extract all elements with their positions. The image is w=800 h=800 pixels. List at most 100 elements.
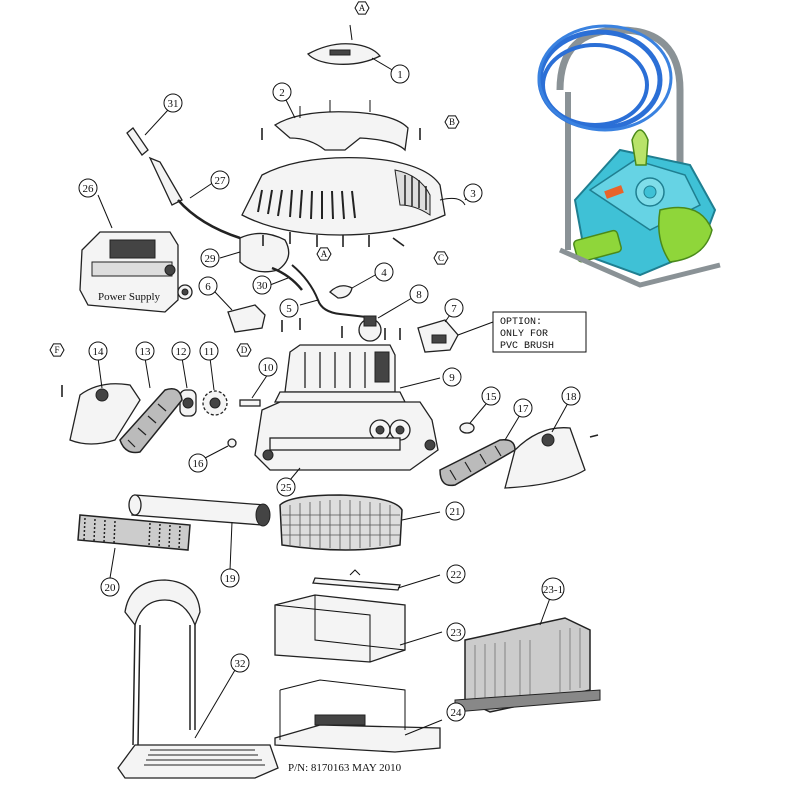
letter-callout-c: C: [433, 251, 449, 265]
callout-label: 24: [451, 707, 463, 719]
letter-label: B: [449, 117, 455, 127]
callout-27: 27: [210, 170, 230, 190]
letter-label: D: [241, 345, 248, 355]
callout-label: 6: [205, 281, 211, 293]
callout-label: 23-1: [543, 584, 563, 596]
letter-callouts: A A B C D F: [49, 1, 460, 357]
callout-label: 17: [518, 403, 530, 415]
letter-callout-a1: A: [354, 1, 370, 15]
part-18-side-panel-right: [504, 402, 586, 489]
option-note-line3: PVC BRUSH: [500, 341, 554, 352]
callout-23-1: 23-1: [541, 577, 565, 601]
letter-callout-d: D: [236, 343, 252, 357]
letter-label: A: [321, 249, 328, 259]
part-23-1-filter-panels: [454, 597, 601, 713]
part-15-cap: [459, 403, 487, 434]
callout-11: 11: [199, 341, 219, 361]
callout-26: 26: [78, 178, 98, 198]
part-26-power-supply: Power Supply: [79, 194, 193, 313]
callout-4: 4: [374, 262, 394, 282]
part-31-swivel: [126, 109, 169, 156]
part-21-filter-basket: [279, 494, 441, 551]
part-1-top-lid: [306, 24, 395, 72]
callout-25: 25: [276, 477, 296, 497]
callout-label: 16: [193, 458, 205, 470]
callout-label: 8: [416, 289, 422, 301]
callout-label: 11: [204, 346, 215, 358]
callout-32: 32: [230, 653, 250, 673]
part-29-cable-cover: [219, 232, 290, 273]
part-13-track-belt: [119, 357, 183, 454]
callout-label: 2: [279, 87, 285, 99]
callout-20: 20: [100, 577, 120, 597]
letter-label: A: [359, 3, 366, 13]
screws: [61, 128, 599, 438]
option-note-line2: ONLY FOR: [500, 329, 548, 340]
part-12-pulley: [179, 357, 197, 417]
caddy-handle: [556, 26, 684, 230]
callout-label: 27: [215, 175, 227, 187]
part-3-body-shell: [241, 156, 471, 236]
callout-label: 1: [397, 69, 403, 81]
callout-label: 30: [257, 280, 269, 292]
part-5-cable: [291, 264, 376, 319]
callout-label: 3: [470, 188, 476, 200]
callout-17: 17: [513, 398, 533, 418]
callout-label: 5: [286, 303, 292, 315]
callout-label: 29: [205, 253, 217, 265]
part-9-motor-unit: [273, 344, 441, 403]
callout-label: 7: [451, 303, 457, 315]
part-10-pin: [239, 373, 269, 407]
callout-24: 24: [446, 702, 466, 722]
part-7-brush-option-part: [417, 311, 494, 353]
callout-label: 25: [281, 482, 293, 494]
letter-callout-a2: A: [316, 247, 332, 261]
callout-13: 13: [135, 341, 155, 361]
callout-6: 6: [198, 276, 218, 296]
letter-callout-b: B: [444, 115, 460, 129]
callout-7: 7: [444, 298, 464, 318]
callout-label: 10: [263, 362, 275, 374]
callout-label: 31: [168, 98, 179, 110]
callout-22: 22: [446, 564, 466, 584]
robot-track: [658, 206, 713, 263]
part-11-gear: [202, 357, 228, 416]
letter-label: C: [438, 253, 444, 263]
callout-12: 12: [171, 341, 191, 361]
callout-label: 19: [225, 573, 237, 585]
callout-10: 10: [258, 357, 278, 377]
part-4-clip: [329, 273, 378, 299]
callout-label: 12: [176, 346, 187, 358]
part-22-bar: [312, 569, 441, 591]
callout-14: 14: [88, 341, 108, 361]
callout-5: 5: [279, 298, 299, 318]
letter-callout-f: F: [49, 343, 65, 357]
callout-8: 8: [409, 284, 429, 304]
callout-23: 23: [446, 622, 466, 642]
part-8-impeller: [358, 297, 413, 342]
part-20-brush: [77, 514, 191, 579]
part-23-filter-frame: [274, 594, 443, 663]
part-6-block: [214, 291, 266, 333]
callout-label: 14: [93, 346, 105, 358]
callout-label: 23: [451, 627, 463, 639]
callout-label: 22: [451, 569, 462, 581]
callout-21: 21: [445, 501, 465, 521]
part-2-handle: [273, 95, 409, 152]
callout-2: 2: [272, 82, 292, 102]
part-callouts: 123456789101112131415161718192021222323-…: [78, 64, 581, 722]
callout-30: 30: [252, 275, 272, 295]
callout-19: 19: [220, 568, 240, 588]
callout-18: 18: [561, 386, 581, 406]
callout-label: 18: [566, 391, 578, 403]
part-30-connector: [269, 266, 303, 291]
option-note: OPTION: ONLY FOR PVC BRUSH: [492, 311, 587, 353]
part-19-roller-tube: [128, 494, 271, 571]
callout-label: 4: [381, 267, 387, 279]
power-supply-label: Power Supply: [98, 291, 161, 303]
callout-9: 9: [442, 367, 462, 387]
callout-16: 16: [188, 453, 208, 473]
part-14-side-panel-left: [69, 357, 141, 445]
robot-product-image: [530, 20, 730, 290]
